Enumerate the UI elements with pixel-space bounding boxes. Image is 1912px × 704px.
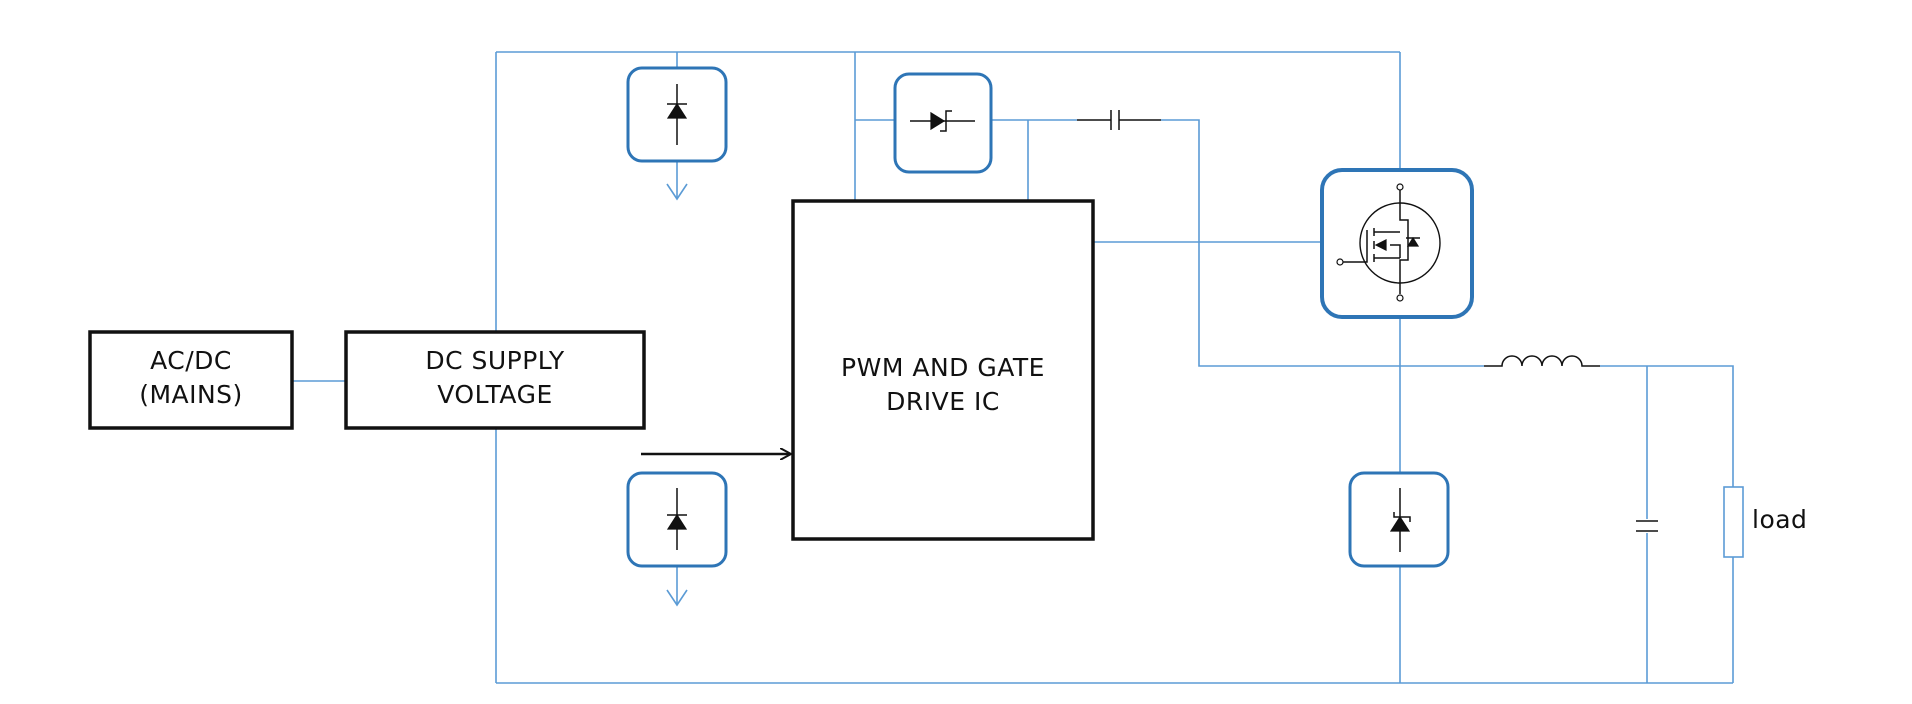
top-ground-arrow-icon [666, 183, 688, 201]
acdc-label-line2: (MAINS) [139, 380, 243, 409]
dc-supply-block [344, 330, 646, 430]
acdc-label-line1: AC/DC [150, 346, 232, 375]
output-inductor [1484, 355, 1600, 367]
wire-boot-cap-right [1161, 119, 1484, 367]
freewheel-diode [1348, 471, 1450, 568]
wire-inductor-out [1600, 365, 1734, 487]
dc-supply-label-line2: VOLTAGE [437, 380, 553, 409]
dc-supply-label: DC SUPPLY VOLTAGE [346, 344, 644, 412]
schottky-diode-icon [1389, 488, 1411, 552]
diode-icon [910, 110, 975, 132]
rectifier-diode-bottom [626, 471, 728, 568]
load-resistor [1723, 486, 1744, 558]
bottom-ground-arrow-icon [666, 589, 688, 607]
pwm-ic-label: PWM AND GATE DRIVE IC [793, 351, 1093, 419]
mosfet-icon [1336, 183, 1441, 302]
bootstrap-capacitor [1077, 110, 1161, 130]
load-label: load [1752, 505, 1808, 534]
acdc-label: AC/DC (MAINS) [90, 344, 292, 412]
acdc-block [88, 330, 294, 430]
pwm-ic-label-line1: PWM AND GATE [841, 353, 1045, 382]
output-capacitor [1636, 520, 1658, 532]
rectifier-diode-top [626, 66, 728, 163]
power-mosfet [1320, 168, 1474, 319]
diode-icon [666, 488, 688, 550]
dc-supply-label-line1: DC SUPPLY [425, 346, 565, 375]
diode-icon [666, 84, 688, 145]
pwm-ic-label-line2: DRIVE IC [886, 387, 1000, 416]
pwm-ic-block [791, 199, 1095, 541]
wires [292, 51, 1734, 684]
bootstrap-diode [893, 72, 993, 174]
